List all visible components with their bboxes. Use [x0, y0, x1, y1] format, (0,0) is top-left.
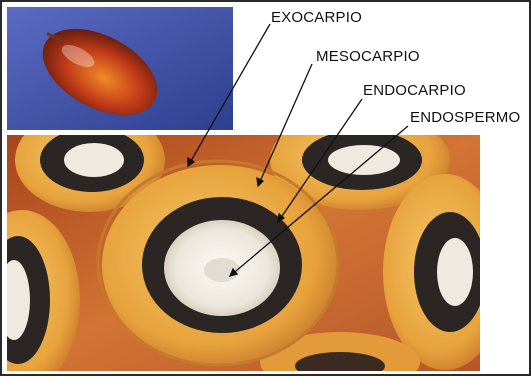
label-mesocarp: MESOCARPIO — [316, 48, 420, 65]
whole-fruit-inset-photo — [7, 7, 233, 133]
label-endosperm: ENDOSPERMO — [410, 109, 520, 126]
main-fruit-slice — [98, 161, 338, 365]
fruit-cross-section-photo — [0, 108, 507, 376]
label-exocarp: EXOCARPIO — [271, 9, 362, 26]
label-endocarp: ENDOCARPIO — [363, 82, 466, 99]
